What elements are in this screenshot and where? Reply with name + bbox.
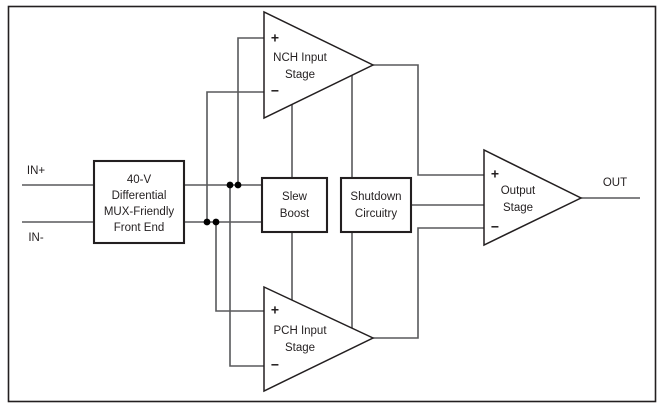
pch-triangle <box>263 285 375 393</box>
nch-minus-sign: − <box>271 83 279 99</box>
wire-nch-plus <box>237 37 264 185</box>
shutdown-label-line1: Shutdown <box>350 191 401 203</box>
output-stage-triangle <box>483 148 583 247</box>
pch-plus-sign: + <box>271 302 279 318</box>
output-stage-plus-sign: + <box>491 166 499 182</box>
junction-dot <box>203 218 211 226</box>
block-shutdown-circuitry: Shutdown Circuitry <box>339 176 413 234</box>
nch-label-line1: NCH Input <box>273 52 327 64</box>
diagram-frame <box>7 5 657 403</box>
junction-dot-group <box>203 181 242 226</box>
front-end-label-line1: 40-V <box>127 174 152 186</box>
front-end-label-line2: Differential <box>112 190 167 202</box>
pch-label-line2: Stage <box>285 342 315 354</box>
pch-label-line1: PCH Input <box>273 325 327 337</box>
pch-minus-sign: − <box>271 357 279 373</box>
wire-pch-to-output-minus <box>373 227 484 339</box>
front-end-box <box>92 159 186 245</box>
amplifier-output-stage: + − Output Stage <box>483 148 583 247</box>
wire-pch-plus <box>215 222 264 312</box>
slew-boost-label-line2: Boost <box>280 208 310 220</box>
block-front-end: 40-V Differential MUX-Friendly Front End <box>92 159 186 245</box>
output-stage-minus-sign: − <box>491 219 499 235</box>
wire-nch-minus <box>206 91 264 222</box>
junction-dot <box>234 181 242 189</box>
shutdown-label-line2: Circuitry <box>355 208 397 220</box>
junction-dot <box>212 218 220 226</box>
junction-dot <box>226 181 234 189</box>
label-out: OUT <box>603 177 627 189</box>
wire-pch-minus <box>229 185 264 367</box>
output-stage-label-line2: Stage <box>503 202 533 214</box>
amplifier-nch-input-stage: + − NCH Input Stage <box>263 10 375 120</box>
front-end-label-line3: MUX-Friendly <box>104 206 175 218</box>
label-in-minus: IN- <box>28 232 44 244</box>
front-end-label-line4: Front End <box>114 222 165 234</box>
slew-boost-box <box>260 176 329 234</box>
nch-triangle <box>263 10 375 120</box>
nch-plus-sign: + <box>271 30 279 46</box>
label-in-plus: IN+ <box>27 165 46 177</box>
shutdown-circuitry-box <box>339 176 413 234</box>
output-stage-label-line1: Output <box>501 185 536 197</box>
block-slew-boost: Slew Boost <box>260 176 329 234</box>
amplifier-pch-input-stage: + − PCH Input Stage <box>263 285 375 393</box>
wire-nch-to-output-plus <box>373 64 484 176</box>
wire-layer <box>22 37 640 367</box>
slew-boost-label-line1: Slew <box>282 191 308 203</box>
nch-label-line2: Stage <box>285 69 315 81</box>
